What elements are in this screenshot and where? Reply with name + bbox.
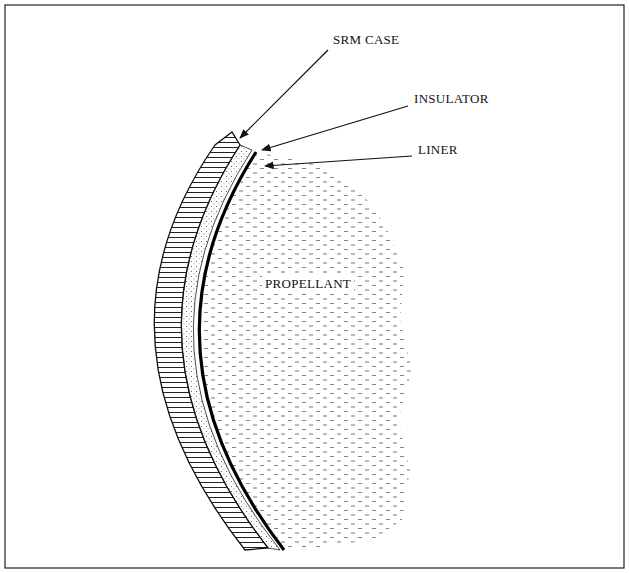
part-label: INSULATOR <box>414 92 489 106</box>
part-label: PROPELLANT <box>262 276 354 292</box>
leader-arrow <box>265 156 412 166</box>
frame <box>5 5 624 568</box>
part-label: LINER <box>418 143 458 157</box>
liner-layer <box>199 152 284 550</box>
leader-arrow <box>262 106 408 150</box>
case-wall <box>154 132 268 550</box>
part-label: SRM CASE <box>333 33 399 47</box>
leader-arrow <box>240 50 328 138</box>
